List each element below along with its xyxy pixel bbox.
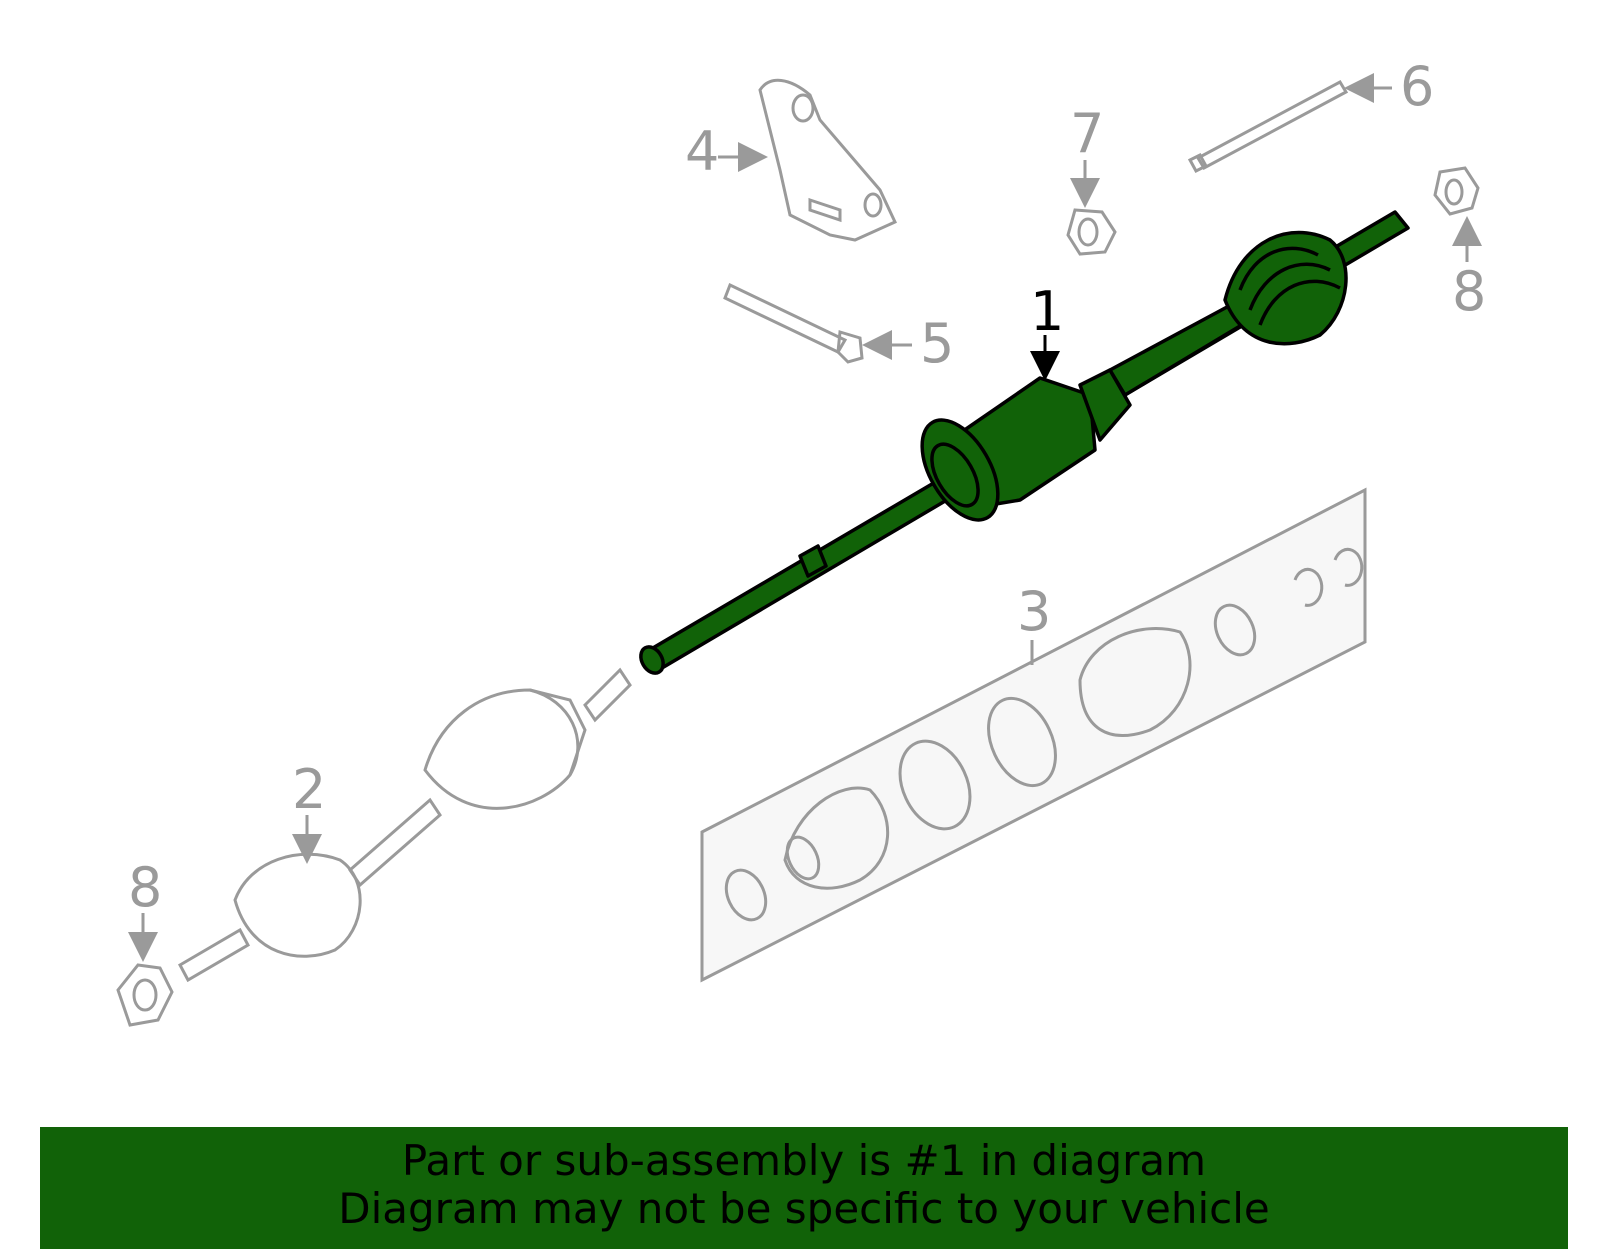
svg-text:8: 8 — [128, 856, 162, 919]
svg-text:4: 4 — [685, 120, 719, 183]
support-bracket-part-4[interactable] — [758, 78, 898, 242]
boot-kit-part-3[interactable] — [700, 487, 1367, 983]
info-banner: Part or sub-assembly is #1 in diagram Di… — [40, 1127, 1568, 1249]
svg-text:5: 5 — [920, 312, 954, 375]
svg-text:2: 2 — [292, 758, 326, 821]
banner-line-1: Part or sub-assembly is #1 in diagram — [401, 1136, 1207, 1185]
svg-text:1: 1 — [1030, 280, 1064, 343]
callout-6: 6 — [1344, 55, 1434, 118]
axle-nut-part-8-right[interactable] — [1433, 166, 1480, 216]
callout-2: 2 — [292, 758, 326, 864]
stud-part-6[interactable] — [1187, 80, 1349, 173]
callout-1: 1 — [1030, 280, 1064, 381]
svg-text:6: 6 — [1400, 55, 1434, 118]
banner-line-2: Diagram may not be specific to your vehi… — [338, 1184, 1270, 1233]
svg-text:7: 7 — [1070, 102, 1104, 165]
callout-5: 5 — [862, 312, 954, 375]
svg-text:3: 3 — [1017, 580, 1051, 643]
axle-assembly-part-2[interactable] — [177, 667, 632, 983]
nut-part-7[interactable] — [1066, 208, 1117, 256]
callout-4: 4 — [685, 120, 768, 183]
callout-7: 7 — [1070, 102, 1104, 208]
callout-8-right: 8 — [1452, 216, 1486, 323]
bracket-bolt-part-5[interactable] — [723, 282, 864, 364]
callout-3: 3 — [1017, 580, 1051, 665]
callout-8-left: 8 — [128, 856, 162, 962]
axle-assembly-part-1[interactable] — [636, 210, 1410, 677]
axle-nut-part-8-left[interactable] — [116, 963, 174, 1027]
svg-text:8: 8 — [1452, 260, 1486, 323]
